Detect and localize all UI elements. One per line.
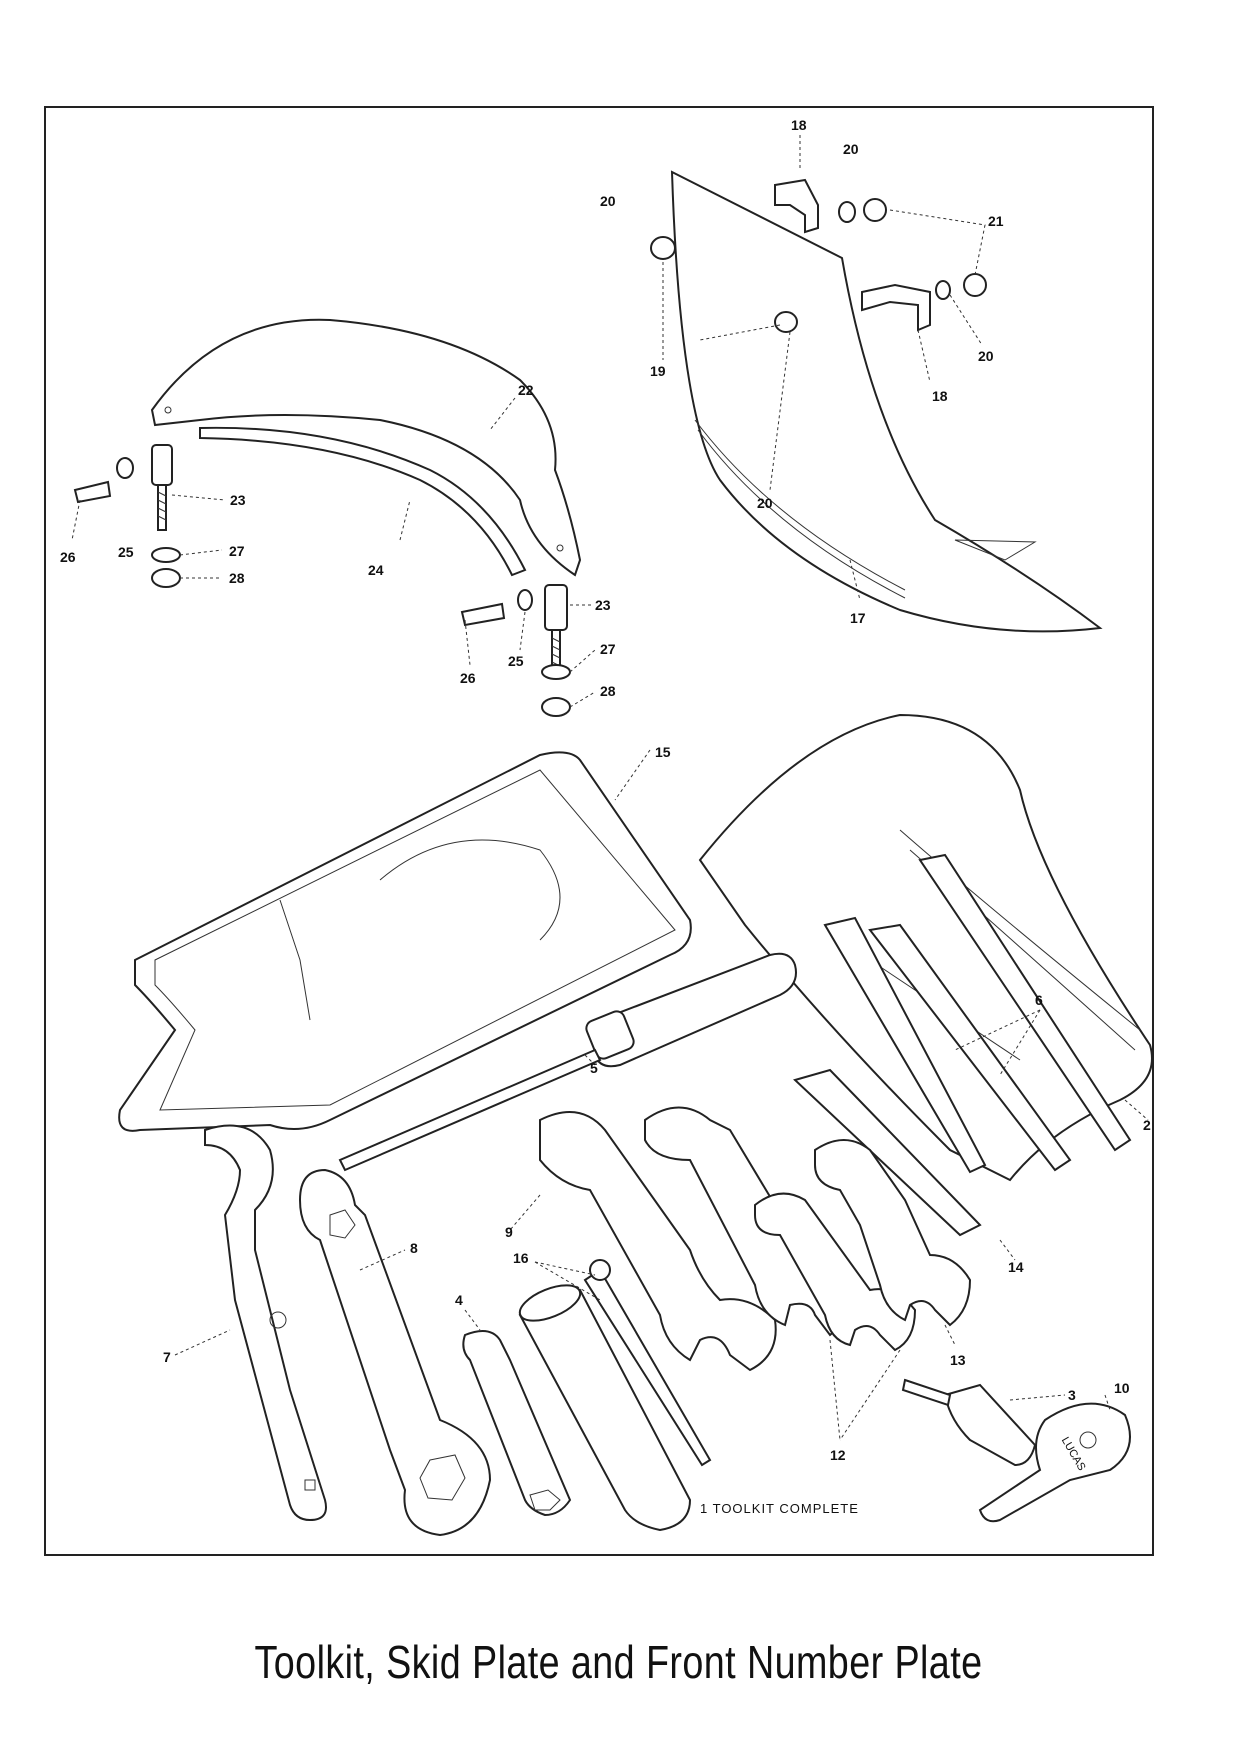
spanner-9: [509, 1111, 777, 1372]
callout-23-right: 23: [595, 597, 611, 613]
bracket-left: [73, 444, 181, 588]
clamp-lower: [861, 283, 931, 332]
callout-14: 14: [1008, 1259, 1024, 1275]
callout-19: 19: [650, 363, 666, 379]
callout-10: 10: [1114, 1380, 1130, 1396]
callout-20-b: 20: [600, 193, 616, 209]
callout-18-top: 18: [791, 117, 807, 133]
screwdriver: [338, 952, 797, 1172]
callout-3: 3: [1068, 1387, 1076, 1403]
callout-28-left: 28: [229, 570, 245, 586]
callout-27-right: 27: [600, 641, 616, 657]
diagram-caption: Toolkit, Skid Plate and Front Number Pla…: [254, 1636, 983, 1688]
callout-21: 21: [988, 213, 1004, 229]
toolkit-complete-note: 1 TOOLKIT COMPLETE: [700, 1501, 859, 1516]
callout-7: 7: [163, 1349, 171, 1365]
plate-leaders: [71, 397, 596, 708]
skid-plate: [670, 170, 1103, 633]
callout-22: 22: [518, 382, 534, 398]
callout-5: 5: [590, 1060, 598, 1076]
callout-25-right: 25: [508, 653, 524, 669]
callout-23-left: 23: [230, 492, 246, 508]
plug-spanner: [518, 1259, 712, 1532]
callout-20-a: 20: [843, 141, 859, 157]
callout-8: 8: [410, 1240, 418, 1256]
washers-nuts: [650, 198, 987, 333]
callout-25-left: 25: [118, 544, 134, 560]
callout-18-bottom: 18: [932, 388, 948, 404]
callout-2: 2: [1143, 1117, 1151, 1133]
front-number-plate: [150, 318, 582, 577]
box-spanner: [462, 1309, 572, 1517]
callout-27-left: 27: [229, 543, 245, 559]
callout-4: 4: [455, 1292, 463, 1308]
spanner-13: [814, 1139, 972, 1346]
c-spanner: [174, 1124, 327, 1522]
callout-9: 9: [505, 1224, 513, 1240]
callout-20-c: 20: [978, 348, 994, 364]
valve-tool: [901, 1378, 1066, 1467]
spanner-12a: [644, 1106, 857, 1337]
clamp-upper: [774, 178, 819, 234]
feeler-gauge: [978, 1394, 1131, 1523]
tommy-bars: [793, 853, 1132, 1261]
ring-spanner: [298, 1168, 492, 1537]
callout-26-left: 26: [60, 549, 76, 565]
callout-26-right: 26: [460, 670, 476, 686]
callout-17: 17: [850, 610, 866, 626]
tool-roll: [698, 713, 1153, 1182]
bracket-right: [460, 584, 571, 717]
callout-13: 13: [950, 1352, 966, 1368]
callout-20-d: 20: [757, 495, 773, 511]
tool-tray: [118, 749, 692, 1132]
callout-16: 16: [513, 1250, 529, 1266]
callout-24: 24: [368, 562, 384, 578]
spanner-12b: [754, 1192, 917, 1441]
diagram-frame: [44, 106, 1154, 1556]
callout-6: 6: [1035, 992, 1043, 1008]
callout-28-right: 28: [600, 683, 616, 699]
skid-plate-leaders: [662, 135, 986, 601]
callout-15: 15: [655, 744, 671, 760]
callout-12: 12: [830, 1447, 846, 1463]
